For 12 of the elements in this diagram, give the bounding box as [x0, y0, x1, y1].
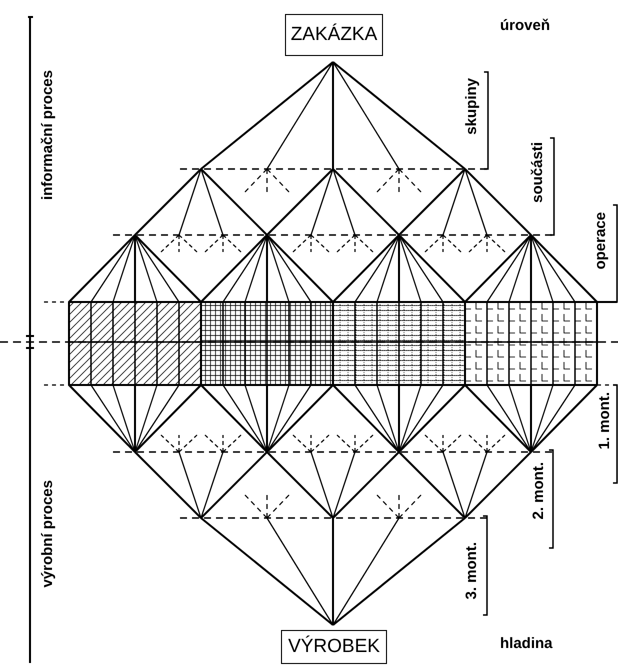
level-heading: úroveň — [500, 18, 550, 33]
level-label: 2. mont. — [531, 462, 546, 520]
level-label: 3. mont. — [464, 542, 479, 600]
level-label: skupiny — [464, 78, 479, 135]
level-label: součásti — [530, 142, 545, 203]
process-label: výrobní proces — [40, 480, 55, 588]
level-label: 1. mont. — [597, 392, 612, 450]
product-box: VÝROBEK — [281, 630, 387, 664]
level-label: operace — [593, 212, 608, 270]
order-box: ZAKÁZKA — [285, 14, 383, 56]
process-label: informační proces — [40, 70, 55, 200]
level-heading: hladina — [500, 636, 553, 651]
